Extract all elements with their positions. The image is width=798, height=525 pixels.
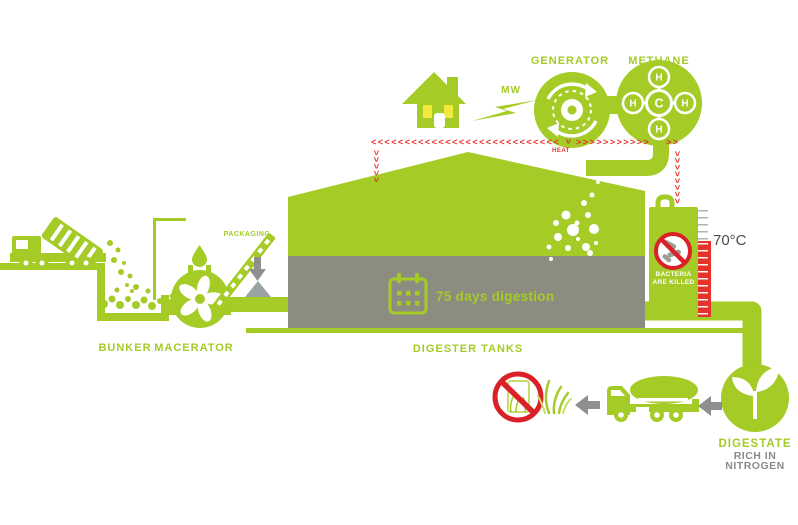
digestion-duration-note: 75 days digestion	[436, 289, 555, 304]
thermometer-ticks-lower	[698, 243, 708, 315]
bacteria-note-line2: ARE KILLED	[652, 279, 695, 286]
no-bacteria-icon	[654, 232, 692, 270]
digester-roof	[288, 152, 645, 257]
heat-flow-right-end: >>	[666, 137, 680, 147]
bunker-label: BUNKER	[98, 342, 152, 354]
mw-label: MW	[501, 85, 521, 96]
heat-flow-generator-down: <	[563, 137, 574, 144]
generator-label: GENERATOR	[530, 55, 610, 67]
biogas-pipe	[586, 118, 669, 176]
hydrogen-atom-label: H	[655, 125, 662, 136]
bacteria-note-line1: BACTERIA	[655, 271, 692, 278]
heat-flow-left: <<<<<<<<<<<<<<<<<<<<<<<<<<<<	[371, 137, 561, 147]
carbon-atom-label: C	[654, 97, 663, 111]
fan-blades	[179, 275, 224, 322]
arrow-left-icon	[698, 396, 722, 416]
packaging-pile	[245, 281, 271, 297]
packaging-label: PACKAGING	[223, 231, 271, 238]
digestate-subtitle-line2: NITROGEN	[725, 460, 785, 472]
hydrogen-atom-label: H	[681, 99, 688, 110]
lightning-bolt-icon	[472, 100, 537, 121]
thermometer-ticks-upper	[698, 210, 708, 242]
heat-flow-down-to-tank: <<<<<	[371, 148, 382, 183]
methane-molecule-icon: C H H H H	[616, 60, 702, 146]
digester-body	[288, 256, 645, 328]
temperature-label: 70°C	[713, 232, 747, 249]
methane-label: METHANE	[628, 55, 690, 67]
water-droplet-icon	[192, 245, 207, 268]
calendar-icon	[388, 273, 428, 315]
biogas-bubbles	[546, 171, 604, 261]
no-chemicals-icon	[492, 371, 544, 423]
digestate-icon	[721, 364, 789, 432]
macerator-icon	[171, 245, 229, 328]
macerator-label: MACERATOR	[154, 342, 234, 354]
house-icon	[402, 72, 466, 128]
digestate-subtitle-line1: RICH IN	[733, 450, 777, 462]
grass-icon	[537, 379, 572, 415]
hydrogen-atom-label: H	[629, 99, 636, 110]
digestate-label: DIGESTATE	[718, 438, 792, 450]
dump-truck-icon	[10, 217, 106, 270]
tanker-truck-icon	[607, 376, 699, 422]
ground-baseline	[246, 328, 748, 333]
heat-flow-right: >>>>>>>>>>>	[576, 137, 651, 147]
arrow-left-icon	[575, 395, 600, 415]
hydrogen-atom-label: H	[655, 73, 662, 84]
digestate-pipe	[645, 301, 762, 366]
organic-waste-bits	[100, 240, 181, 310]
packaging-arrow-icon	[249, 257, 266, 281]
heat-flow-down-to-pasteurizer: <<<<<<<<	[672, 149, 683, 204]
digester-tanks-label: DIGESTER TANKS	[412, 343, 524, 355]
heat-label: HEAT	[552, 148, 570, 154]
generator-icon	[534, 72, 610, 148]
